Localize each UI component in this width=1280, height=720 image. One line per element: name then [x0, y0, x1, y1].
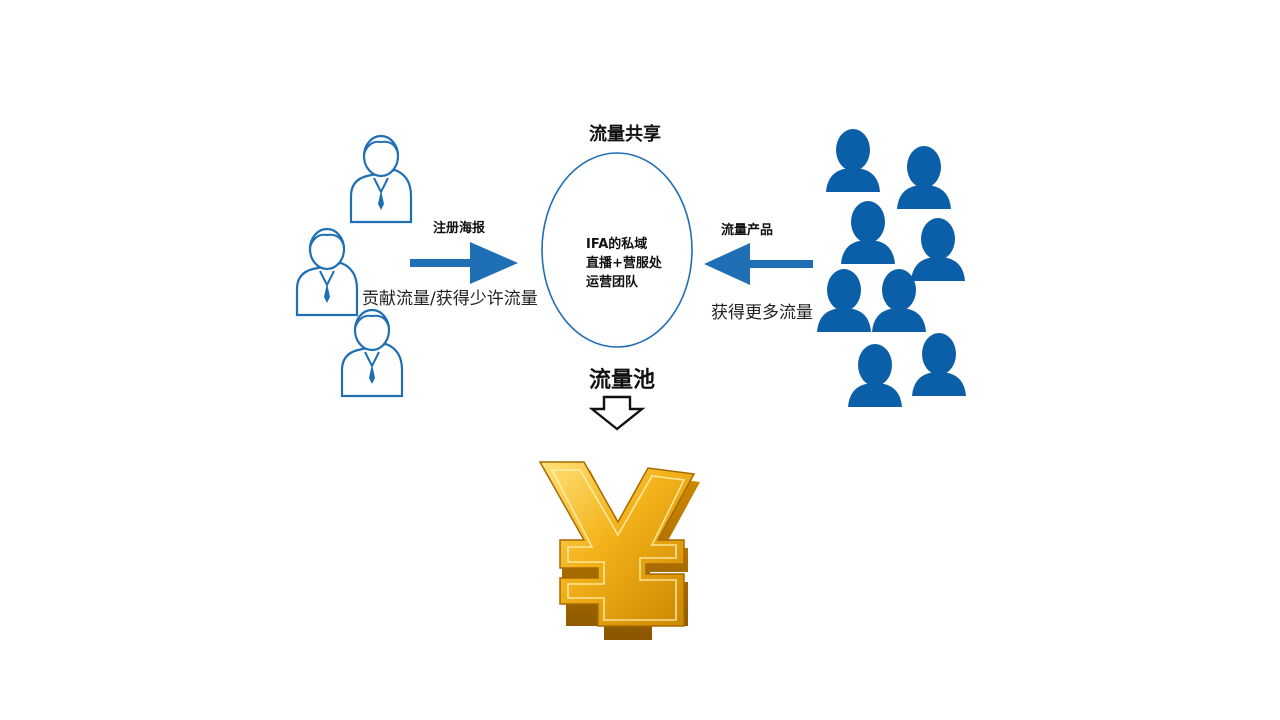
solid-person-icon	[872, 269, 926, 332]
top-title: 流量共享	[589, 124, 661, 145]
outline-person-icon	[340, 308, 404, 398]
private-domain-circle	[541, 152, 693, 348]
yuan-symbol-icon	[538, 461, 700, 640]
circle-line-2: 直播+营服处	[586, 256, 662, 271]
circle-line-1: IFA的私域	[586, 237, 648, 252]
solid-person-icon	[912, 333, 966, 396]
left-arrow-bottom-label: 贡献流量/获得少许流量	[362, 289, 538, 309]
solid-person-icon	[848, 344, 902, 407]
solid-person-icon	[826, 129, 880, 192]
circle-line-3: 运营团队	[586, 275, 639, 290]
solid-person-icon	[841, 201, 895, 264]
right-arrow-bottom-label: 获得更多流量	[711, 303, 813, 323]
pool-label: 流量池	[589, 368, 656, 393]
solid-person-icon	[817, 269, 871, 332]
left-arrow-top-label: 注册海报	[433, 221, 486, 236]
arrow-right-icon	[410, 242, 518, 284]
outline-person-icon	[349, 134, 413, 224]
down-arrow-icon	[588, 395, 646, 431]
outline-person-icon	[295, 227, 359, 317]
arrow-left-icon	[704, 243, 813, 285]
solid-person-icon	[911, 218, 965, 281]
right-arrow-top-label: 流量产品	[721, 223, 774, 238]
solid-person-icon	[897, 146, 951, 209]
